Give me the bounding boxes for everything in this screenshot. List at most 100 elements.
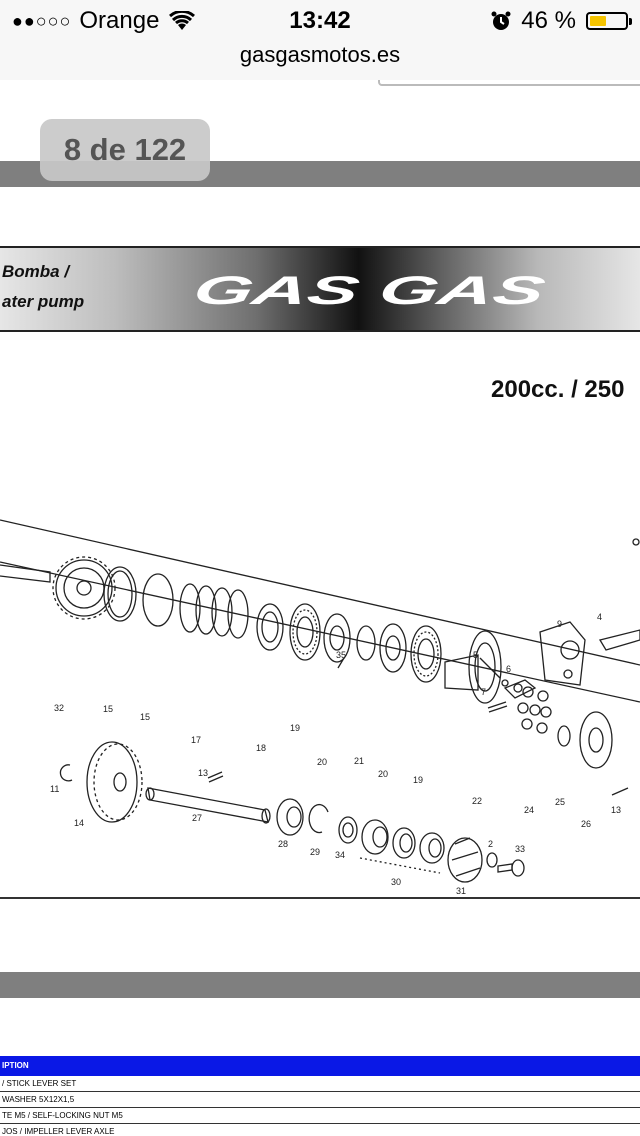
part-6	[503, 679, 537, 699]
washer-20	[329, 625, 345, 651]
battery-icon	[586, 12, 632, 30]
impeller-31	[447, 837, 483, 883]
callout-label: 24	[524, 805, 534, 815]
ring-18	[256, 603, 284, 651]
callout-label: 31	[456, 886, 466, 896]
callout-label: 4	[597, 612, 602, 622]
pdf-viewer[interactable]: 8 de 122 Bomba / ater pump GAS GAS 200cc…	[0, 80, 640, 1136]
wifi-icon	[169, 11, 196, 30]
water-pump-exploded-diagram: 3594567321515171819202120192224252613111…	[0, 519, 640, 896]
carrier-name: Orange	[79, 7, 160, 34]
callout-label: 32	[54, 703, 64, 713]
clock: 13:42	[289, 7, 351, 34]
callout-label: 2	[488, 839, 493, 849]
callout-label: 9	[557, 619, 562, 629]
status-left: ●●○○○ Orange	[12, 7, 196, 35]
balls-24	[517, 686, 552, 734]
spring-17	[179, 583, 249, 639]
callout-label: 11	[50, 784, 59, 794]
page-separator-bottom	[0, 972, 640, 998]
gear-14	[86, 741, 143, 823]
axle-4	[598, 629, 640, 651]
pin-13	[207, 771, 224, 783]
parts-table: IPTION / STICK LEVER SET WASHER 5X12X1,5…	[0, 1056, 640, 1136]
page-indicator: 8 de 122	[40, 119, 210, 181]
bearing-19b	[410, 625, 442, 683]
callout-label: 19	[290, 723, 300, 733]
callout-label: 20	[317, 757, 327, 767]
washer-20	[323, 613, 351, 663]
signal-strength-dots: ●●○○○	[12, 10, 72, 31]
callout-label: 27	[192, 813, 202, 823]
seals-30	[359, 819, 445, 874]
housing-22	[444, 630, 502, 704]
url-text[interactable]: gasgasmotos.es	[239, 42, 401, 67]
callout-label: 17	[191, 735, 201, 745]
gasgas-logo: GAS GAS	[189, 268, 546, 312]
ring-15	[103, 566, 137, 622]
clip-11	[59, 764, 73, 782]
pin-7	[487, 701, 508, 713]
bracket-9	[539, 621, 586, 686]
callout-label: 18	[256, 743, 266, 753]
callout-label: 28	[278, 839, 288, 849]
callout-label: 14	[74, 818, 84, 828]
washer-34	[338, 816, 358, 844]
shaft	[0, 564, 51, 583]
callout-label: 20	[378, 769, 388, 779]
part-13b	[611, 787, 629, 796]
bearing-28	[276, 798, 304, 836]
bearing-19	[289, 603, 321, 661]
alarm-clock-icon	[491, 11, 511, 30]
table-row: JOS / IMPELLER LEVER AXLE	[0, 1124, 640, 1136]
washer-20b	[385, 635, 401, 661]
status-right: 46 %	[491, 7, 632, 35]
header-title-en: ater pump	[2, 292, 85, 311]
washer-34	[342, 822, 354, 838]
model-title: 200cc. / 250	[491, 376, 625, 403]
header-title-es: Bomba /	[2, 262, 70, 281]
address-bar[interactable]: gasgasmotos.es	[0, 40, 640, 81]
callout-label: 30	[391, 877, 401, 887]
callout-label: 15	[103, 704, 113, 714]
callout-label: 6	[506, 664, 511, 674]
callout-label: 34	[335, 850, 345, 860]
washer-25	[557, 725, 571, 747]
callout-label: 13	[611, 805, 621, 815]
battery-percentage: 46 %	[521, 7, 576, 34]
document-header: Bomba / ater pump GAS GAS	[0, 246, 640, 332]
part-5	[501, 679, 509, 687]
part-26	[579, 711, 613, 769]
logo-text: GAS GAS	[189, 268, 546, 312]
table-row: WASHER 5X12X1,5	[0, 1092, 640, 1108]
table-row: / STICK LEVER SET	[0, 1076, 640, 1092]
bolt-33	[497, 859, 525, 877]
ring-18	[261, 611, 279, 643]
callout-label: 7	[481, 687, 486, 697]
circlip-29	[308, 803, 329, 834]
callout-label: 22	[472, 796, 482, 806]
callout-label: 5	[473, 650, 478, 660]
callout-label: 35	[336, 650, 346, 660]
callout-label: 26	[581, 819, 591, 829]
table-row: TE M5 / SELF-LOCKING NUT M5	[0, 1108, 640, 1124]
gear-32	[52, 556, 116, 620]
ring-15b	[142, 573, 174, 627]
parts-table-header: IPTION	[0, 1056, 640, 1076]
status-bar: ●●○○○ Orange 13:42 46 %	[0, 0, 640, 40]
washer-21	[356, 625, 376, 661]
callout-label: 29	[310, 847, 320, 857]
callout-label: 21	[354, 756, 364, 766]
ring-15	[107, 570, 133, 618]
battery-fill	[590, 16, 606, 26]
washer-20b	[379, 623, 407, 673]
callout-label: 25	[555, 797, 565, 807]
callout-label: 13	[198, 768, 208, 778]
shaft-27	[147, 787, 269, 823]
washer-2	[486, 852, 498, 868]
callout-label: 15	[140, 712, 150, 722]
page-bottom-rule	[0, 897, 640, 899]
previous-page-frame	[378, 80, 640, 86]
callout-label: 33	[515, 844, 525, 854]
